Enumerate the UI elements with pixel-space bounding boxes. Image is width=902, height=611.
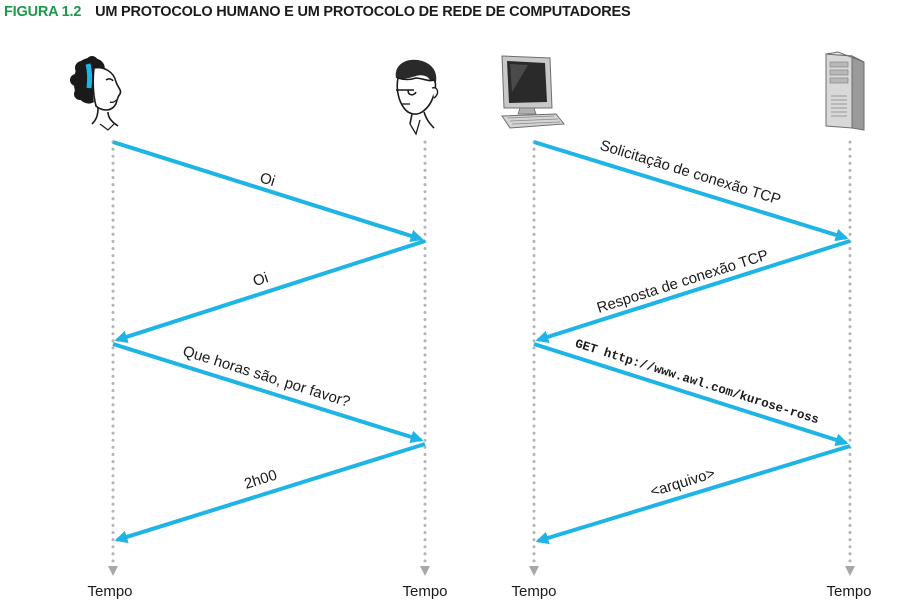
message-label-get: GET http://www.awl.com/kurose-ross bbox=[573, 337, 820, 427]
time-label-server: Tempo bbox=[826, 583, 871, 600]
timeline-arrowhead-man bbox=[420, 566, 430, 576]
message-arrow-solicitacao bbox=[533, 140, 849, 242]
time-label-man: Tempo bbox=[402, 583, 447, 600]
message-arrow-2h00 bbox=[114, 442, 426, 544]
figure-title: UM PROTOCOLO HUMANO E UM PROTOCOLO DE RE… bbox=[95, 4, 631, 20]
timeline-arrowhead-computer bbox=[529, 566, 539, 576]
computer-icon bbox=[501, 55, 565, 129]
message-arrow-resposta bbox=[535, 239, 851, 344]
figure-label: FIGURA 1.2 bbox=[4, 4, 82, 20]
message-arrow-que-horas bbox=[112, 342, 424, 444]
message-arrow-arquivo bbox=[535, 444, 851, 545]
message-label-2h00: 2h00 bbox=[242, 467, 279, 493]
server-icon bbox=[825, 51, 865, 131]
time-label-woman: Tempo bbox=[87, 583, 132, 600]
message-label-oi-1: Oi bbox=[258, 169, 277, 190]
figure-header: FIGURA 1.2 UM PROTOCOLO HUMANO E UM PROT… bbox=[4, 4, 631, 24]
message-label-que-horas: Que horas são, por favor? bbox=[181, 343, 352, 411]
message-arrow-get bbox=[533, 342, 849, 447]
message-arrow-oi-1 bbox=[112, 140, 424, 243]
timeline-arrowhead-woman bbox=[108, 566, 118, 576]
message-label-resposta: Resposta de conexão TCP bbox=[595, 247, 771, 317]
message-label-solicitacao: Solicitação de conexão TCP bbox=[598, 137, 783, 209]
message-label-oi-2: Oi bbox=[251, 269, 270, 290]
woman-icon bbox=[70, 56, 122, 131]
message-arrow-oi-2 bbox=[114, 239, 426, 343]
time-label-computer: Tempo bbox=[511, 583, 556, 600]
man-icon bbox=[395, 59, 439, 136]
timeline-arrowhead-server bbox=[845, 566, 855, 576]
